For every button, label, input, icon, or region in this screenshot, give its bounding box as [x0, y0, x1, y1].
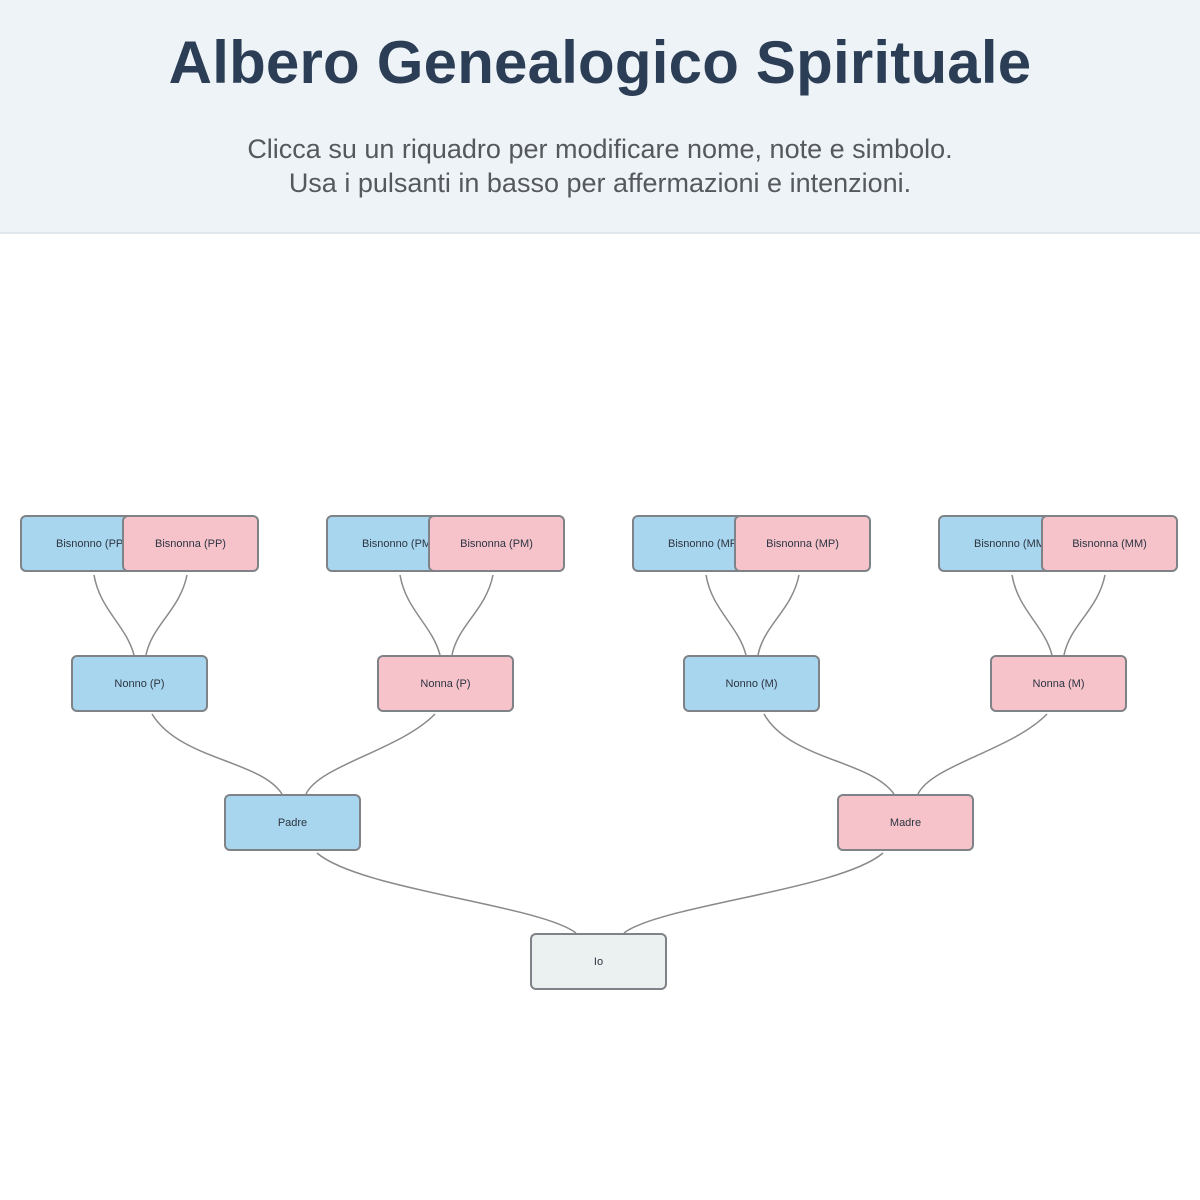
- link-bisnonno-pm-nonna-p: [399, 574, 441, 656]
- node-madre[interactable]: Madre: [837, 794, 974, 851]
- node-label: Nonno (M): [725, 677, 778, 690]
- link-nonno-m-madre: [763, 713, 895, 795]
- node-label: Padre: [277, 816, 308, 829]
- node-nonna-p[interactable]: Nonna (P): [377, 655, 514, 712]
- node-bisnonna-mm[interactable]: Bisnonna (MM): [1041, 515, 1178, 572]
- link-bisnonno-mm-nonna-m: [1011, 574, 1053, 656]
- page-title: Albero Genealogico Spirituale: [168, 29, 1032, 96]
- link-bisnonna-pm-nonna-p: [451, 574, 494, 656]
- node-label: Bisnonno (MP: [668, 537, 738, 550]
- node-label: Bisnonno (PP: [56, 537, 124, 550]
- node-nonna-m[interactable]: Nonna (M): [990, 655, 1127, 712]
- link-bisnonna-mp-nonno-m: [757, 574, 800, 656]
- node-bisnonna-pp[interactable]: Bisnonna (PP): [122, 515, 259, 572]
- node-io[interactable]: Io: [530, 933, 667, 990]
- node-label: Bisnonno (MM: [974, 537, 1045, 550]
- page-subtitle-line-2: Usa i pulsanti in basso per affermazioni…: [288, 168, 912, 198]
- node-bisnonna-mp[interactable]: Bisnonna (MP): [734, 515, 871, 572]
- node-label: Nonna (M): [1032, 677, 1085, 690]
- node-nonno-p[interactable]: Nonno (P): [71, 655, 208, 712]
- link-nonna-m-madre: [917, 713, 1048, 795]
- node-label: Io: [593, 955, 604, 968]
- node-label: Bisnonna (PP): [155, 537, 226, 550]
- link-bisnonno-mp-nonno-m: [705, 574, 747, 656]
- link-madre-io: [623, 852, 884, 934]
- node-padre[interactable]: Padre: [224, 794, 361, 851]
- page-subtitle-line-1: Clicca su un riquadro per modificare nom…: [247, 134, 953, 164]
- link-bisnonno-pp-nonno-p: [93, 574, 135, 656]
- node-label: Nonno (P): [114, 677, 165, 690]
- link-nonno-p-padre: [151, 713, 283, 795]
- node-nonno-m[interactable]: Nonno (M): [683, 655, 820, 712]
- link-nonna-p-padre: [305, 713, 436, 795]
- node-bisnonna-pm[interactable]: Bisnonna (PM): [428, 515, 565, 572]
- link-bisnonna-mm-nonna-m: [1063, 574, 1106, 656]
- page-header: Albero Genealogico Spirituale Clicca su …: [0, 0, 1200, 234]
- node-label: Nonna (P): [420, 677, 471, 690]
- node-label: Bisnonna (PM): [460, 537, 533, 550]
- node-label: Bisnonno (PM: [362, 537, 432, 550]
- link-padre-io: [316, 852, 577, 934]
- link-bisnonna-pp-nonno-p: [145, 574, 188, 656]
- node-label: Madre: [889, 816, 922, 829]
- node-label: Bisnonna (MM): [1072, 537, 1147, 550]
- node-label: Bisnonna (MP): [766, 537, 839, 550]
